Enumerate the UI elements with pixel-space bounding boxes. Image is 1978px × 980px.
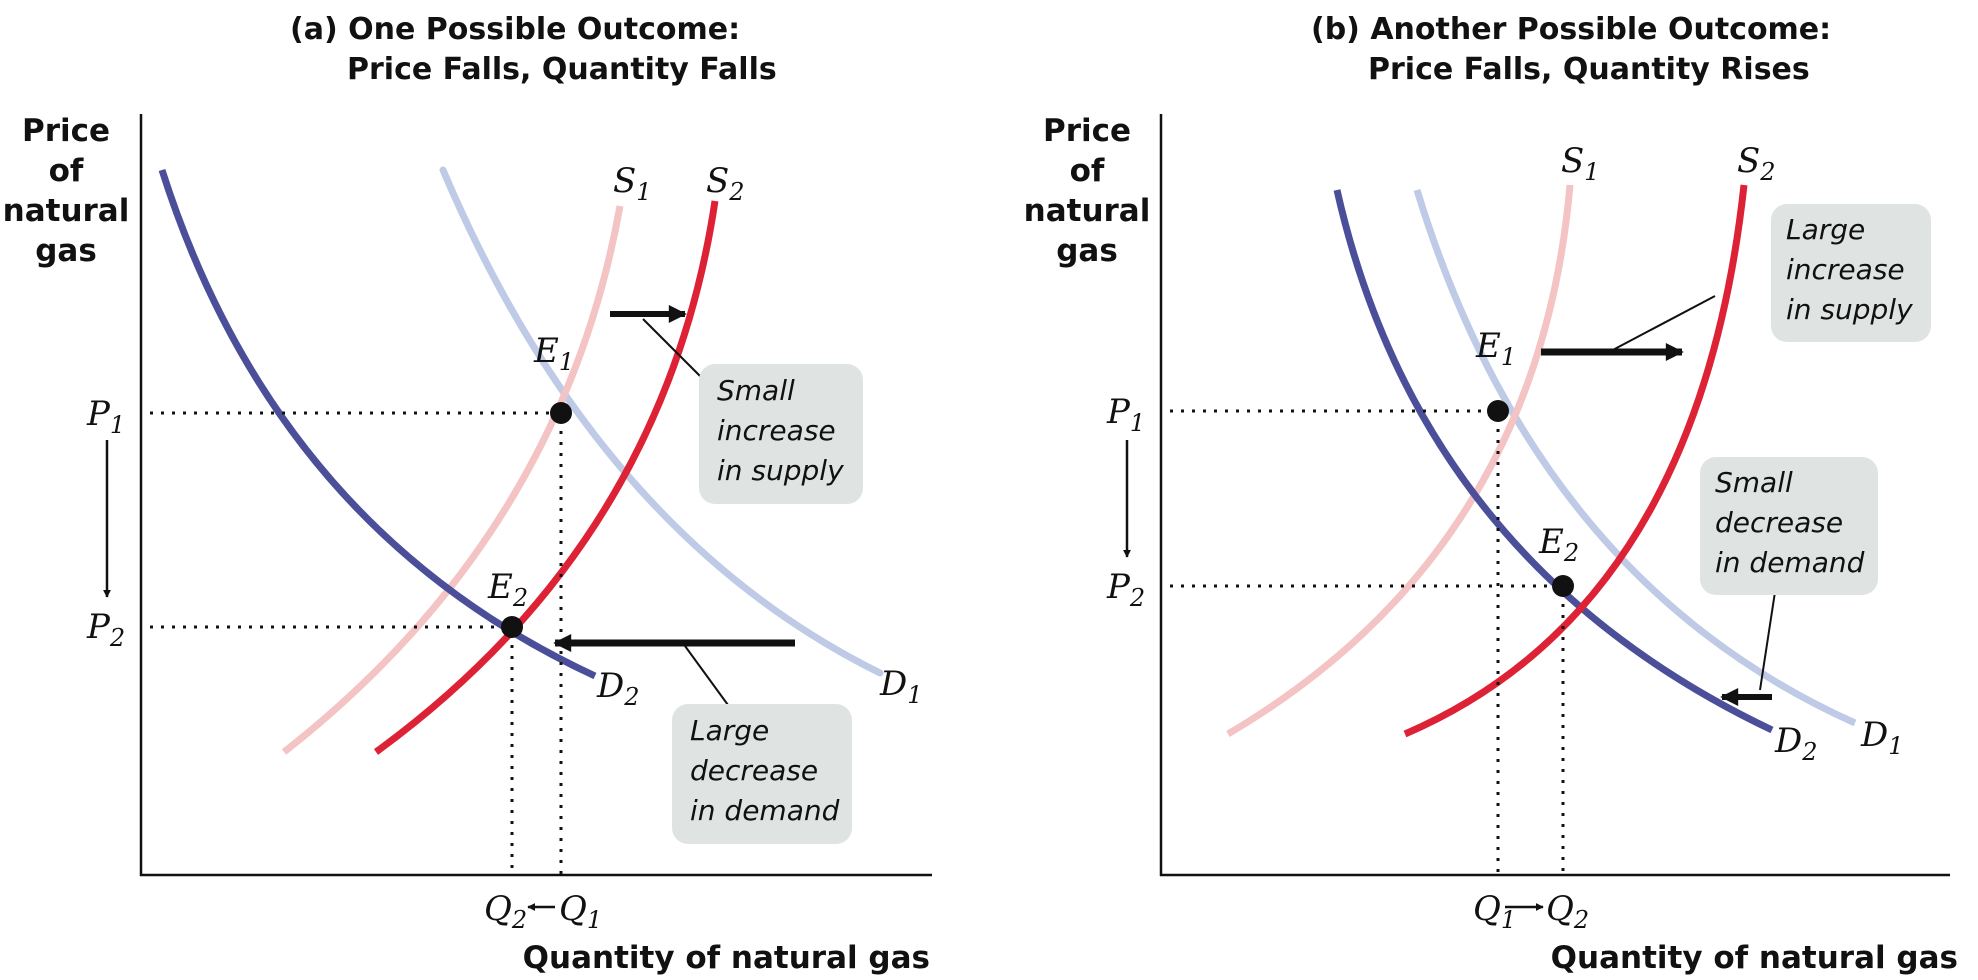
- panel-a-title-line2: Price Falls, Quantity Falls: [347, 52, 777, 87]
- panel-b-label-d1: D1: [1860, 715, 1904, 760]
- panel-b-title-line2: Price Falls, Quantity Rises: [1368, 52, 1810, 87]
- panel-a-label-s1: S1: [613, 161, 652, 206]
- panel-a-y-axis-title: Price of natural gas: [3, 113, 130, 269]
- panel-a-supply-curve-s2: [373, 200, 719, 755]
- y-axis-title-line: of: [1070, 153, 1105, 189]
- panel-a-supply-curve-s1: [281, 205, 624, 755]
- y-axis-title-line: Price: [1043, 113, 1131, 149]
- panel-b-label-e2: E2: [1538, 522, 1579, 567]
- panel-b-point-e1: [1487, 400, 1509, 422]
- panel-b-demand-curve-d2: [1333, 189, 1774, 734]
- y-axis-title-line: natural: [3, 193, 130, 229]
- panel-a-supply-note-box: [699, 364, 863, 504]
- panel-b-label-q1: Q1: [1473, 889, 1516, 934]
- panel-b-demand-curve-d1: [1413, 188, 1857, 727]
- panel-b-supply-curve-s2: [1403, 184, 1748, 738]
- panel-a-demand-callout-leader: [684, 645, 729, 706]
- y-axis-title-line: gas: [1056, 233, 1118, 269]
- panel-a-demand-note-box: [672, 704, 852, 844]
- panel-b-supply-note: Large increase in supply: [1786, 213, 1914, 326]
- panel-a-label-p2: P2: [86, 607, 125, 652]
- panel-b-demand-callout-leader: [1759, 591, 1776, 691]
- panel-a: (a) One Possible Outcome: Price Falls, Q…: [3, 12, 932, 976]
- panel-a-point-e1: [550, 402, 572, 424]
- panel-a-title-line1: (a) One Possible Outcome:: [290, 12, 740, 47]
- panel-a-demand-note: Large decrease in demand: [690, 714, 840, 827]
- panel-b-demand-note: Small decrease in demand: [1715, 466, 1865, 579]
- panel-b: (b) Another Possible Outcome: Price Fall…: [1024, 12, 1958, 976]
- panel-a-label-d1: D1: [879, 664, 923, 709]
- panel-a-label-s2: S2: [706, 161, 745, 206]
- panel-b-x-axis-title: Quantity of natural gas: [1551, 940, 1958, 976]
- panel-b-supply-curve-s1: [1226, 184, 1574, 738]
- panel-a-label-d2: D2: [596, 666, 640, 711]
- panel-b-point-e2: [1552, 575, 1574, 597]
- panel-a-label-q2: Q2: [484, 889, 527, 934]
- panel-b-y-axis-title: Price of natural gas: [1024, 113, 1151, 269]
- panel-b-label-s2: S2: [1737, 141, 1776, 186]
- panel-a-label-p1: P1: [86, 394, 125, 439]
- panel-b-label-p1: P1: [1106, 392, 1145, 437]
- panel-b-label-d2: D2: [1774, 721, 1818, 766]
- panel-b-label-s1: S1: [1561, 141, 1600, 186]
- panel-b-demand-note-box: [1700, 457, 1878, 595]
- panel-a-x-axis-title: Quantity of natural gas: [523, 940, 930, 976]
- panel-a-supply-note: Small increase in supply: [717, 374, 845, 487]
- panel-b-label-p2: P2: [1106, 567, 1145, 612]
- panel-b-title-line1: (b) Another Possible Outcome:: [1311, 12, 1831, 47]
- panel-a-label-q1: Q1: [559, 889, 602, 934]
- panel-b-supply-callout-leader: [1608, 295, 1716, 353]
- panel-a-demand-curve-d1: [439, 166, 884, 677]
- y-axis-title-line: gas: [35, 233, 97, 269]
- panel-a-point-e2: [501, 616, 523, 638]
- panel-b-label-e1: E1: [1475, 326, 1516, 371]
- panel-b-label-q2: Q2: [1546, 889, 1589, 934]
- y-axis-title-line: Price: [22, 113, 110, 149]
- panel-a-supply-callout-leader: [642, 318, 704, 380]
- y-axis-title-line: natural: [1024, 193, 1151, 229]
- panel-a-demand-curve-d2: [158, 168, 597, 680]
- panel-a-label-e2: E2: [487, 567, 528, 612]
- y-axis-title-line: of: [49, 153, 84, 189]
- panel-a-label-e1: E1: [533, 331, 574, 376]
- panel-b-supply-note-box: [1771, 204, 1931, 342]
